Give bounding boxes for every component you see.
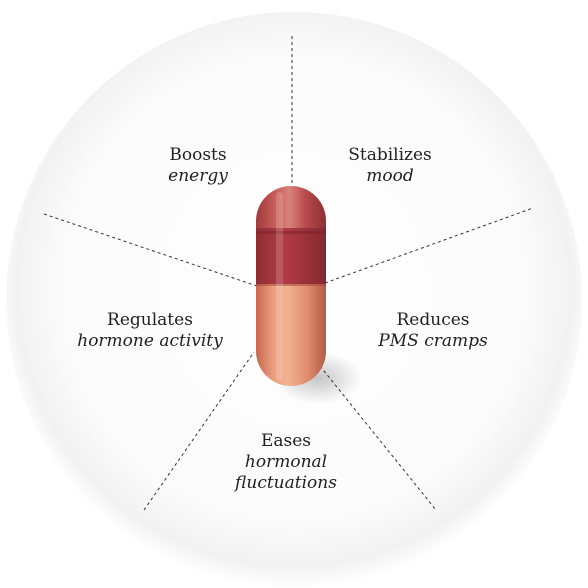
divider-right — [324, 207, 534, 284]
benefit-pms: Reduces PMS cramps — [323, 310, 543, 352]
divider-left — [43, 213, 258, 287]
benefit-pms-verb: Reduces — [396, 310, 470, 330]
benefit-fluctuations: Eases hormonal fluctuations — [176, 431, 396, 494]
benefit-fluctuations-object-2: fluctuations — [235, 473, 337, 493]
benefit-hormone-object: hormone activity — [77, 331, 223, 351]
benefit-fluctuations-verb: Eases — [260, 431, 312, 451]
benefit-pms-object: PMS cramps — [378, 331, 488, 351]
benefit-hormone: Regulates hormone activity — [40, 310, 260, 352]
divider-bottom-left — [143, 351, 255, 511]
benefit-energy: Boosts energy — [88, 145, 308, 187]
benefit-mood-object: mood — [366, 166, 414, 186]
benefit-hormone-verb: Regulates — [107, 310, 193, 330]
benefit-energy-object: energy — [168, 166, 228, 186]
benefit-mood: Stabilizes mood — [280, 145, 500, 187]
benefit-mood-verb: Stabilizes — [348, 145, 432, 165]
benefit-energy-verb: Boosts — [169, 145, 227, 165]
capsule — [256, 186, 326, 386]
benefit-fluctuations-object-1: hormonal — [244, 452, 328, 472]
